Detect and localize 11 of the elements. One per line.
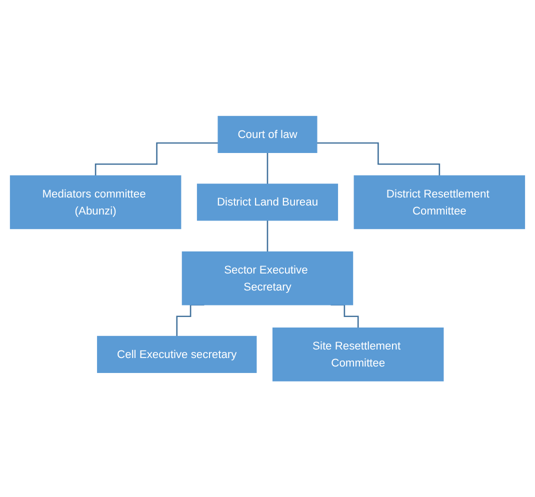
node-box: Cell Executive secretary — [97, 336, 257, 373]
node-box: District Resettlement Committee — [354, 175, 526, 229]
connector — [266, 220, 268, 252]
node-box: Court of law — [218, 116, 318, 153]
node-box: Mediators committee (Abunzi) — [10, 175, 182, 229]
node-box: Site Resettlement Committee — [272, 327, 444, 382]
connector — [94, 142, 218, 176]
node-box: Sector Executive Secretary — [182, 251, 354, 306]
connector — [316, 142, 440, 176]
node-box: District Land Bureau — [196, 184, 338, 221]
connector — [266, 152, 268, 185]
